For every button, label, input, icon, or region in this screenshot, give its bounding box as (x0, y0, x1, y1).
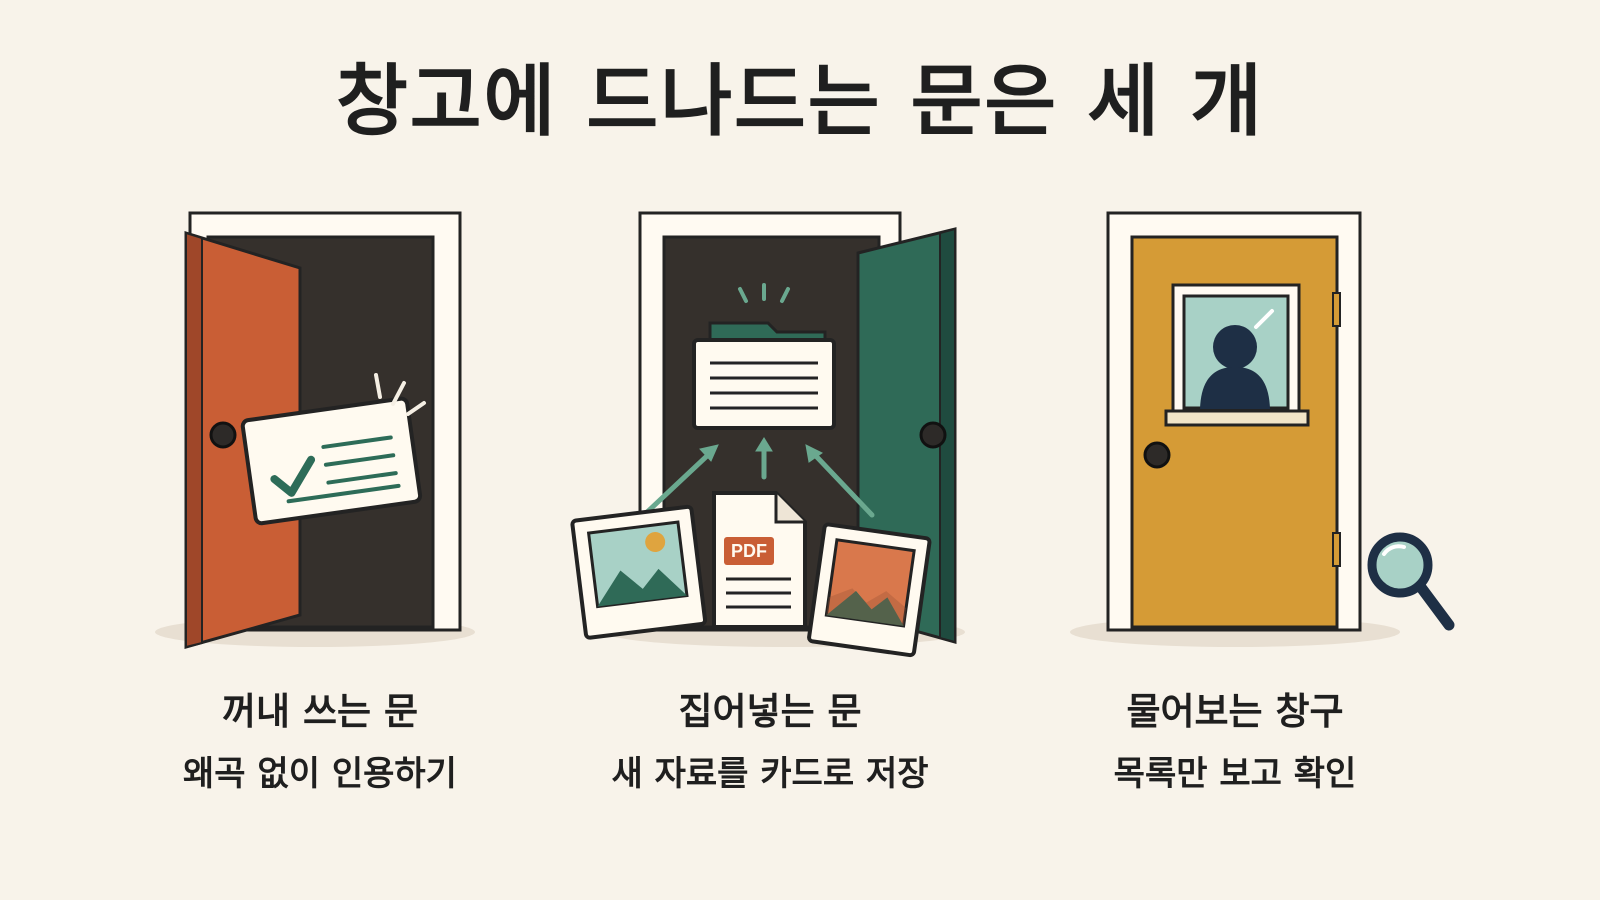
sunset-photo-icon (807, 522, 932, 658)
page-title: 창고에 드나드는 문은 세 개 (336, 57, 1264, 147)
folder-icon (692, 321, 836, 430)
store-door-illustration: PDF (570, 211, 965, 658)
pdf-badge: PDF (731, 541, 767, 561)
door-knob (919, 421, 947, 449)
window-counter (1164, 409, 1310, 427)
landscape-photo-icon (570, 504, 708, 640)
pdf-document-icon: PDF (712, 491, 807, 629)
retrieve-door-illustration (155, 211, 475, 649)
hinge (1332, 292, 1341, 327)
upload-arrows-icon (641, 437, 875, 518)
hinge (1332, 532, 1341, 567)
query-window-title: 물어보는 창구 (1126, 690, 1344, 733)
person-icon (1213, 325, 1257, 369)
person-body (1200, 367, 1270, 409)
magnifier-icon (1367, 532, 1455, 631)
door-edge (939, 227, 956, 644)
door-panel-retrieve (140, 195, 560, 695)
door-edge (185, 231, 203, 649)
store-door-title: 집어넣는 문 (678, 690, 862, 733)
checklist-card-icon (240, 396, 423, 526)
folder-spark-lines-icon (738, 283, 790, 303)
door-panel-query (1060, 195, 1480, 695)
retrieve-door-subtitle: 왜곡 없이 인용하기 (183, 754, 457, 794)
door-knob (1143, 441, 1171, 469)
query-door-illustration (1070, 211, 1455, 647)
check-icon (270, 455, 316, 497)
door-knob (209, 421, 237, 449)
query-window-subtitle: 목록만 보고 확인 (1113, 754, 1357, 794)
retrieve-door-title: 꺼내 쓰는 문 (222, 690, 418, 733)
spark-lines-icon (374, 373, 426, 416)
store-door-subtitle: 새 자료를 카드로 저장 (611, 754, 929, 794)
door-panel-store: PDF (560, 195, 980, 695)
service-window (1164, 283, 1310, 427)
